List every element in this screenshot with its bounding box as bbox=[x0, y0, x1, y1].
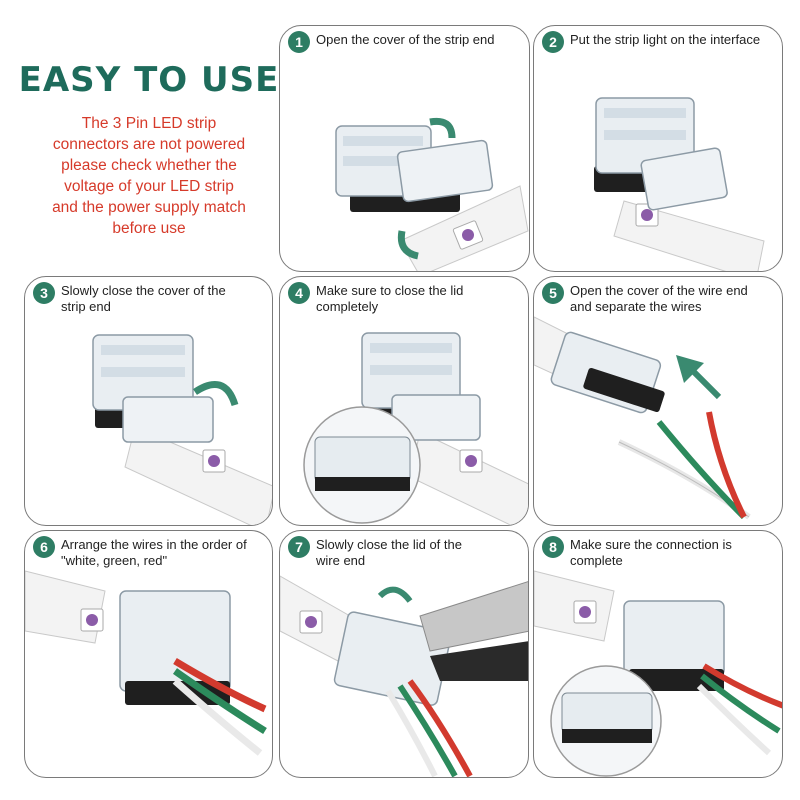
lid-closed-completely-illustration bbox=[303, 332, 528, 525]
intro-body: The 3 Pin LED strip connectors are not p… bbox=[18, 113, 280, 239]
step-header: 6 Arrange the wires in the order of "whi… bbox=[33, 536, 262, 569]
step-header: 5 Open the cover of the wire end and sep… bbox=[542, 282, 772, 315]
step-number-badge: 2 bbox=[542, 31, 564, 53]
arrow-icon bbox=[193, 380, 239, 407]
arrow-icon bbox=[676, 355, 704, 383]
intro-line: connectors are not powered bbox=[52, 136, 246, 154]
step-header: 1 Open the cover of the strip end bbox=[288, 31, 519, 53]
arrange-wires-order-illustration bbox=[25, 570, 267, 756]
step-card-3: 3 Slowly close the cover of the strip en… bbox=[24, 276, 273, 526]
step-card-2: 2 Put the strip light on the interface bbox=[533, 25, 783, 272]
step-number-badge: 8 bbox=[542, 536, 564, 558]
step-card-1: 1 Open the cover of the strip end bbox=[279, 25, 530, 272]
step-card-4: 4 Make sure to close the lid completely bbox=[279, 276, 529, 526]
intro-line: voltage of your LED strip bbox=[64, 178, 234, 196]
step-number-badge: 7 bbox=[288, 536, 310, 558]
close-strip-cover-illustration bbox=[92, 334, 272, 525]
step-caption: Arrange the wires in the order of "white… bbox=[61, 537, 247, 568]
pliers-icon bbox=[430, 641, 528, 681]
step-card-7: 7 Slowly close the lid of the wire end bbox=[279, 530, 529, 778]
step-header: 2 Put the strip light on the interface bbox=[542, 31, 772, 53]
step-caption: Slowly close the cover of the strip end bbox=[61, 283, 226, 314]
pliers-icon bbox=[419, 581, 528, 652]
connector-open-strip-end-illustration bbox=[335, 117, 529, 271]
step-card-8: 8 Make sure the connection is complete bbox=[533, 530, 783, 778]
intro-line: The 3 Pin LED strip bbox=[81, 115, 217, 133]
separate-wires-illustration bbox=[534, 316, 751, 520]
step-number-badge: 6 bbox=[33, 536, 55, 558]
step-header: 7 Slowly close the lid of the wire end bbox=[288, 536, 518, 569]
intro-line: before use bbox=[112, 220, 186, 238]
step-number-badge: 3 bbox=[33, 282, 55, 304]
step-caption: Slowly close the lid of the wire end bbox=[316, 537, 462, 568]
step-caption: Open the cover of the strip end bbox=[316, 32, 495, 47]
step-number-badge: 1 bbox=[288, 31, 310, 53]
intro-title: EASY TO USE bbox=[18, 60, 280, 100]
step-caption: Open the cover of the wire end and separ… bbox=[570, 283, 748, 314]
connection-complete-illustration bbox=[534, 570, 782, 777]
step-caption: Make sure the connection is complete bbox=[570, 537, 732, 568]
step-card-6: 6 Arrange the wires in the order of "whi… bbox=[24, 530, 273, 778]
step-caption: Put the strip light on the interface bbox=[570, 32, 761, 47]
arrow-icon bbox=[429, 117, 456, 139]
strip-on-interface-illustration bbox=[594, 97, 765, 271]
intro-line: please check whether the bbox=[61, 157, 237, 175]
step-header: 4 Make sure to close the lid completely bbox=[288, 282, 518, 315]
step-caption: Make sure to close the lid completely bbox=[316, 283, 464, 314]
step-number-badge: 5 bbox=[542, 282, 564, 304]
step-number-badge: 4 bbox=[288, 282, 310, 304]
intro-line: and the power supply match bbox=[52, 199, 246, 217]
step-card-5: 5 Open the cover of the wire end and sep… bbox=[533, 276, 783, 526]
arrow-icon bbox=[397, 230, 419, 260]
arrow-icon bbox=[377, 586, 413, 603]
close-wire-lid-pliers-illustration bbox=[280, 575, 528, 777]
step-header: 3 Slowly close the cover of the strip en… bbox=[33, 282, 262, 315]
step-header: 8 Make sure the connection is complete bbox=[542, 536, 772, 569]
intro-panel: EASY TO USE The 3 Pin LED strip connecto… bbox=[18, 60, 280, 239]
